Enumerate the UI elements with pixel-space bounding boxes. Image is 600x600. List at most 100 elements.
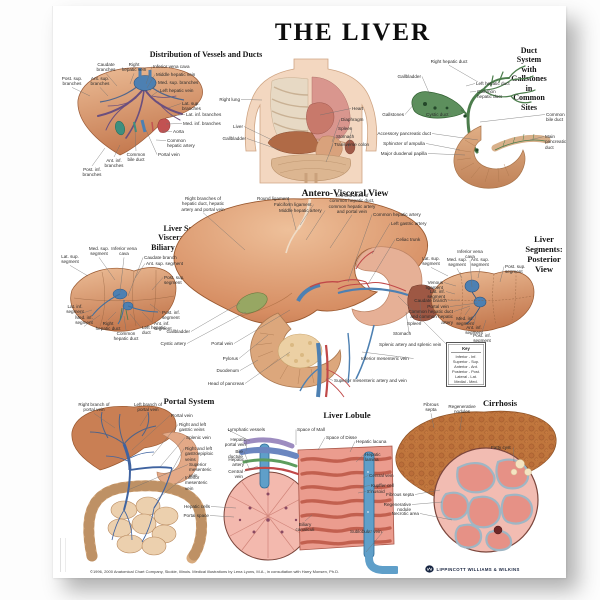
label: Splenic artery and splenic vein — [379, 342, 442, 347]
label: Post. inf. segment — [473, 333, 491, 344]
label: Right hepatic duct — [95, 321, 121, 332]
label: Med. inf. branches — [183, 121, 221, 126]
label: Transverse colon — [334, 142, 370, 147]
label: Portal vein — [171, 413, 193, 418]
label: Lat. inf. branches — [186, 112, 222, 117]
label: Left hepatic duct — [476, 81, 510, 86]
segments-posterior-panel-title: Liver Segments: Posterior View — [525, 234, 563, 275]
label: Ant. inf. segment — [154, 321, 172, 332]
label: Med. sup. segment — [446, 257, 468, 268]
label: Middle hepatic artery — [279, 208, 322, 213]
label: Gallbladder — [222, 136, 247, 141]
label: Lat. inf. segment — [66, 304, 84, 315]
label: Left hepatic vein — [160, 88, 194, 93]
label: Ant. inf. branches — [104, 158, 124, 169]
label: Biliary canaliculi — [295, 522, 315, 533]
label: Right hepatic duct — [430, 59, 468, 64]
label: Gallbladder — [397, 74, 422, 79]
label: Ant. sup. segment — [146, 261, 184, 266]
label: Post. inf. branches — [82, 167, 102, 178]
label: Regenerative nodule — [383, 502, 411, 513]
label: Ant. inf. segment — [465, 325, 483, 336]
label: Head of pancreas — [207, 381, 244, 386]
label: Cystic duct — [426, 112, 449, 117]
label: Portal space — [183, 513, 209, 518]
label: Lymphatic vessels — [227, 427, 265, 432]
torso-illustration — [244, 58, 378, 184]
label: Right lung — [219, 97, 240, 102]
label: Common hepatic duct — [113, 331, 139, 342]
poster-title: THE LIVER — [274, 19, 432, 46]
label: Space of Mall — [297, 427, 325, 432]
label: Gallstones — [382, 112, 404, 117]
label: Heart — [352, 106, 364, 111]
copyright-text: ©1996, 2000 Anatomical Chart Company, Sk… — [90, 569, 340, 574]
label: Caudate branches — [96, 62, 116, 73]
label: Common hepatic artery — [167, 138, 195, 149]
label: Post. inf. segment — [162, 310, 180, 321]
label: Common hepatic duct and common hepatic a… — [408, 309, 453, 325]
label: Spleen — [338, 126, 353, 131]
vessels-panel-title: Distribution of Vessels and Ducts — [149, 50, 263, 59]
label: Common bile duct — [126, 152, 146, 163]
segment-key: Key Inferior - Inf. Superior - Sup. Ante… — [446, 342, 486, 388]
label: Med. sup. segment — [88, 246, 110, 257]
antero-panel-title: Antero-Visceral View — [301, 189, 389, 199]
label: Med. sup. branches — [158, 80, 199, 85]
label: Duodenum — [216, 368, 239, 373]
label: Inferior vena cava — [153, 64, 190, 69]
label: Right hepatic vein — [121, 62, 147, 73]
label: Med. inf. segment — [75, 315, 93, 326]
label: Left gastric artery — [391, 221, 427, 226]
label: Right and left gastroepiploic veins — [185, 446, 214, 462]
label: Portal vein — [158, 152, 180, 157]
label: Sublobular vein — [350, 529, 382, 534]
label: Caudate branch — [414, 298, 447, 303]
label: Regenerative nodules — [448, 404, 476, 415]
label: Stomach — [393, 331, 412, 336]
label: Aorta — [173, 129, 184, 134]
label: Stomach — [336, 134, 355, 139]
label: Ant. sup. branches — [90, 76, 110, 87]
publisher-mark-icon — [425, 565, 434, 573]
label: Round ligament — [257, 196, 290, 201]
label: Superior mesenteric artery and vein — [334, 378, 407, 383]
label: Central vein — [228, 469, 243, 480]
label: Diaphragm — [341, 117, 364, 122]
label: Inferior mesenteric vein — [185, 475, 208, 491]
segment-key-row: Inferior - Inf. — [455, 354, 477, 359]
label: Common hepatic artery — [373, 212, 421, 217]
label: Portal vein — [211, 341, 233, 346]
spine-marks — [60, 538, 66, 572]
label: Lat. sup. segment — [61, 254, 79, 265]
label: Cystic artery — [160, 341, 186, 346]
label: Med. inf. segment — [456, 316, 474, 327]
label: Falciform ligament — [274, 202, 312, 207]
duct-system-illustration — [411, 65, 551, 189]
label: Ant. sup. segment — [470, 257, 490, 268]
label: Fibrous septa — [423, 402, 439, 413]
cirrhosis-illustration — [395, 410, 557, 553]
label: Celiac trunk — [396, 237, 421, 242]
label: Liver — [233, 124, 243, 129]
segment-key-row: Lateral - Lat. — [455, 374, 477, 380]
label: Fatty cyst — [491, 445, 511, 450]
label: Venous ligament — [425, 280, 443, 291]
ducts-panel-title: Duct System with Gallstones in Common Si… — [511, 46, 547, 112]
label: Left branches of common hepatic duct, co… — [328, 193, 376, 215]
label: Bile ductule — [228, 449, 243, 460]
label: Inferior vena cava — [457, 249, 483, 260]
label: Space of Disse — [326, 435, 357, 440]
segment-key-row: Superior - Sup. — [452, 359, 480, 365]
liver-lobule-illustration — [223, 437, 398, 574]
label: Left hepatic duct — [142, 325, 166, 336]
label: Pylorus — [222, 356, 238, 361]
label: Left branch of portal vein — [133, 402, 163, 413]
label: Accessory pancreatic duct — [377, 131, 431, 136]
segment-key-row: Posterior - Post. — [452, 369, 480, 375]
segment-key-row: Anterior - Ant. — [454, 364, 478, 370]
label: Post. sup. branches — [61, 76, 83, 87]
label: Portal vein — [427, 304, 449, 309]
label: Main pancreatic duct — [545, 134, 567, 150]
publisher-logo: Lippincott Williams & Wilkins — [425, 565, 520, 573]
